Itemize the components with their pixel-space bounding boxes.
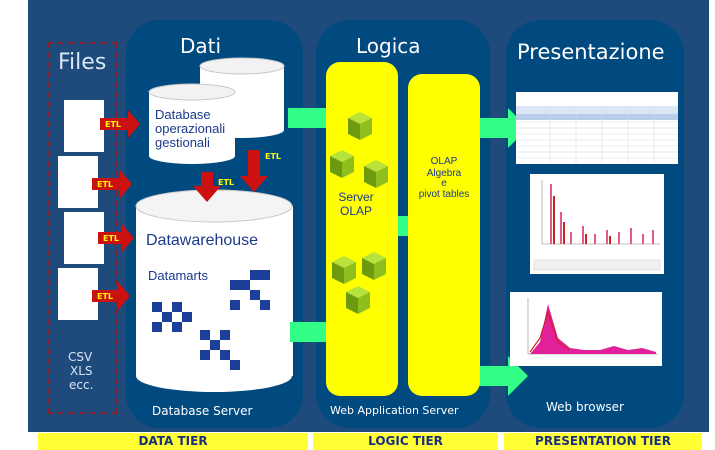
file-document [64, 212, 104, 264]
bar-chart-preview [530, 174, 664, 274]
etl-label: ETL [218, 178, 235, 187]
db-operational-label-3: gestionali [155, 135, 210, 150]
server-olap-label-2: OLAP [339, 204, 372, 218]
etl-arrow-icon [98, 224, 134, 252]
datamart-node-icon [200, 330, 240, 370]
olap-engine-label-2: Algebra [426, 168, 462, 179]
db-operational-label-2: operazionali [155, 121, 226, 136]
pivot-table-preview [516, 92, 678, 164]
file-format-xls: XLS [70, 364, 93, 378]
files-dashed-box [47, 42, 117, 414]
file-format-ecc: ecc. [69, 378, 94, 392]
file-document [64, 100, 104, 152]
green-arrow-icon [468, 356, 528, 396]
datawarehouse-label: Datawarehouse [146, 232, 259, 249]
olap-engine-box [408, 74, 480, 396]
pivot-table-thumbnail [516, 92, 678, 164]
file-format-csv: CSV [68, 350, 93, 364]
olap-engine-label-3: e [441, 178, 447, 189]
etl-label: ETL [265, 152, 282, 161]
etl-label: ETL [97, 180, 114, 189]
etl-label: ETL [97, 292, 114, 301]
datamart-node-icon [230, 270, 270, 310]
cube-icon [332, 256, 356, 284]
area-chart-preview [510, 292, 662, 366]
file-document [58, 156, 98, 208]
datamarts-label: Datamarts [148, 268, 208, 283]
etl-down-arrow-icon [240, 150, 268, 192]
files-title: Files [58, 50, 107, 75]
cube-icon [330, 150, 354, 178]
bar-chart-thumbnail [530, 174, 664, 274]
datamart-network-icons [152, 270, 270, 370]
dati-footer: Database Server [152, 404, 253, 418]
database-cylinder-operational [148, 83, 236, 164]
etl-label: ETL [103, 234, 120, 243]
cube-icon [364, 160, 388, 188]
cube-icon [362, 252, 386, 280]
etl-arrow-icon [92, 282, 130, 310]
db-operational-label-1: Database [155, 107, 211, 122]
area-chart-thumbnail [510, 292, 662, 366]
etl-label: ETL [105, 120, 122, 129]
olap-engine-label-4: pivot tables [418, 189, 470, 200]
presentazione-title: Presentazione [517, 40, 665, 64]
tier-presentation: PRESENTATION TIER [504, 433, 702, 450]
etl-down-arrow-icon [193, 172, 221, 202]
file-document [58, 268, 98, 320]
dati-title: Dati [180, 34, 222, 58]
tier-logic: LOGIC TIER [313, 433, 498, 450]
server-olap-label-1: Server [338, 190, 374, 204]
etl-arrow-icon [100, 110, 140, 138]
datamart-node-icon [152, 302, 192, 332]
presentazione-footer: Web browser [546, 400, 624, 414]
logica-footer: Web Application Server [330, 404, 459, 417]
cube-icon [346, 286, 370, 314]
green-arrow-icon [468, 108, 528, 148]
olap-engine-label-1: OLAP [430, 156, 458, 167]
etl-arrows [92, 110, 268, 310]
logica-title: Logica [356, 34, 421, 58]
cube-icon [348, 112, 372, 140]
etl-arrow-icon [92, 170, 132, 198]
tier-data: DATA TIER [38, 433, 308, 450]
